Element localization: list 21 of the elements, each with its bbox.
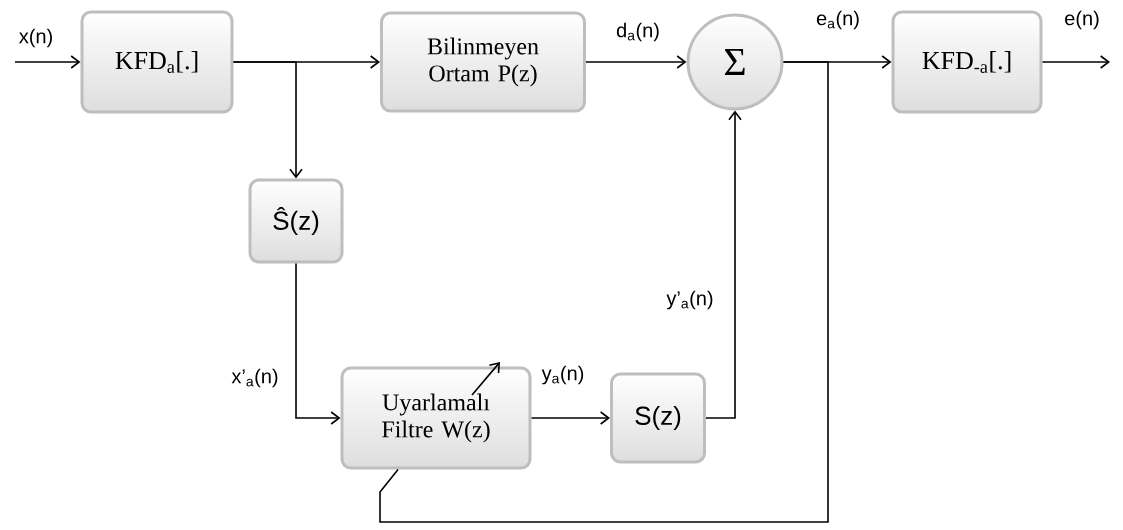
process-box: S(z) [610, 372, 706, 464]
process-box: Ŝ(z) [248, 178, 344, 264]
arrow [585, 55, 687, 69]
edge-label: x(n) [17, 27, 55, 49]
edge-label: y$_{a}$(n) [540, 364, 586, 386]
summing-junction: Σ [686, 13, 784, 111]
edge-label: d$_{a}$(n) [615, 21, 661, 43]
arrow [705, 110, 742, 419]
arrow [295, 262, 341, 425]
arrow [530, 411, 610, 425]
edge-label: x’$_{a}$(n) [230, 367, 280, 389]
process-box: KFD$_{-a}$[.] [891, 10, 1043, 114]
arrow [14, 55, 81, 69]
process-box: Uyarlamalı Filtre W(z) [340, 366, 532, 470]
edge-label: e(n) [1063, 9, 1101, 31]
arrow [1041, 55, 1110, 69]
process-box: KFD$_{a}$[.] [80, 10, 234, 114]
edge-label: e$_{a}$(n) [815, 9, 861, 31]
arrow [232, 61, 303, 179]
edge-label: y’$_{a}$(n) [665, 289, 715, 311]
process-box: Bilinmeyen Ortam P(z) [380, 11, 586, 113]
